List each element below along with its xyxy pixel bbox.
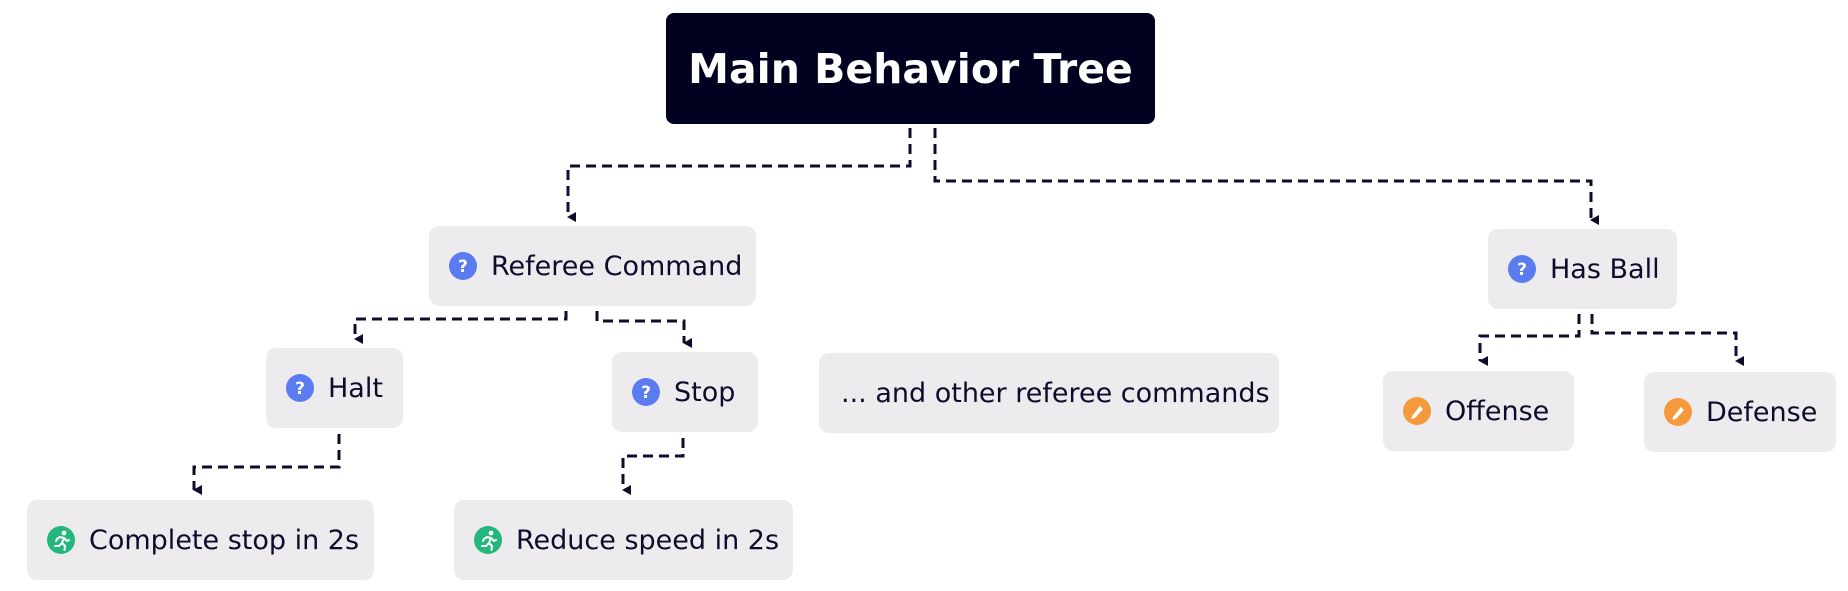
- svg-text:?: ?: [295, 379, 305, 399]
- edge-halt-to-complete-stop: [192, 434, 341, 495]
- pencil-icon: [1403, 397, 1431, 425]
- node-label: ... and other referee commands: [841, 377, 1270, 409]
- edge-has-ball-to-defense: [1590, 314, 1744, 366]
- edge-stop-to-reduce-speed: [621, 438, 685, 495]
- node-defense[interactable]: Defense: [1644, 372, 1836, 452]
- node-referee-command[interactable]: ? Referee Command: [429, 226, 756, 306]
- node-reduce-speed[interactable]: Reduce speed in 2s: [454, 500, 793, 580]
- edge-referee-command-to-halt: [353, 311, 568, 344]
- node-label: Stop: [674, 376, 736, 408]
- edge-root-to-has-ball: [933, 128, 1599, 225]
- running-person-icon: [47, 526, 75, 554]
- node-label: Defense: [1706, 396, 1818, 428]
- node-label: Reduce speed in 2s: [516, 524, 780, 556]
- node-label: Referee Command: [491, 250, 743, 282]
- edge-root-to-referee-command: [566, 128, 912, 222]
- question-icon: ?: [632, 378, 660, 406]
- node-complete-stop[interactable]: Complete stop in 2s: [27, 500, 374, 580]
- svg-text:?: ?: [1517, 260, 1527, 280]
- node-halt[interactable]: ? Halt: [266, 348, 403, 428]
- question-icon: ?: [286, 374, 314, 402]
- node-label: Has Ball: [1550, 253, 1660, 285]
- edge-has-ball-to-offense: [1478, 314, 1581, 366]
- root-node-main-behavior-tree[interactable]: Main Behavior Tree: [666, 13, 1155, 124]
- edge-referee-command-to-stop: [595, 311, 692, 348]
- pencil-icon: [1664, 398, 1692, 426]
- root-node-label: Main Behavior Tree: [688, 44, 1133, 93]
- node-other-referee-commands[interactable]: ... and other referee commands: [819, 353, 1279, 433]
- question-icon: ?: [449, 252, 477, 280]
- running-person-icon: [474, 526, 502, 554]
- node-label: Offense: [1445, 395, 1550, 427]
- node-has-ball[interactable]: ? Has Ball: [1488, 229, 1677, 309]
- svg-text:?: ?: [641, 383, 651, 403]
- question-icon: ?: [1508, 255, 1536, 283]
- node-label: Complete stop in 2s: [89, 524, 360, 556]
- svg-text:?: ?: [458, 257, 468, 277]
- node-offense[interactable]: Offense: [1383, 371, 1574, 451]
- node-stop[interactable]: ? Stop: [612, 352, 758, 432]
- node-label: Halt: [328, 372, 383, 404]
